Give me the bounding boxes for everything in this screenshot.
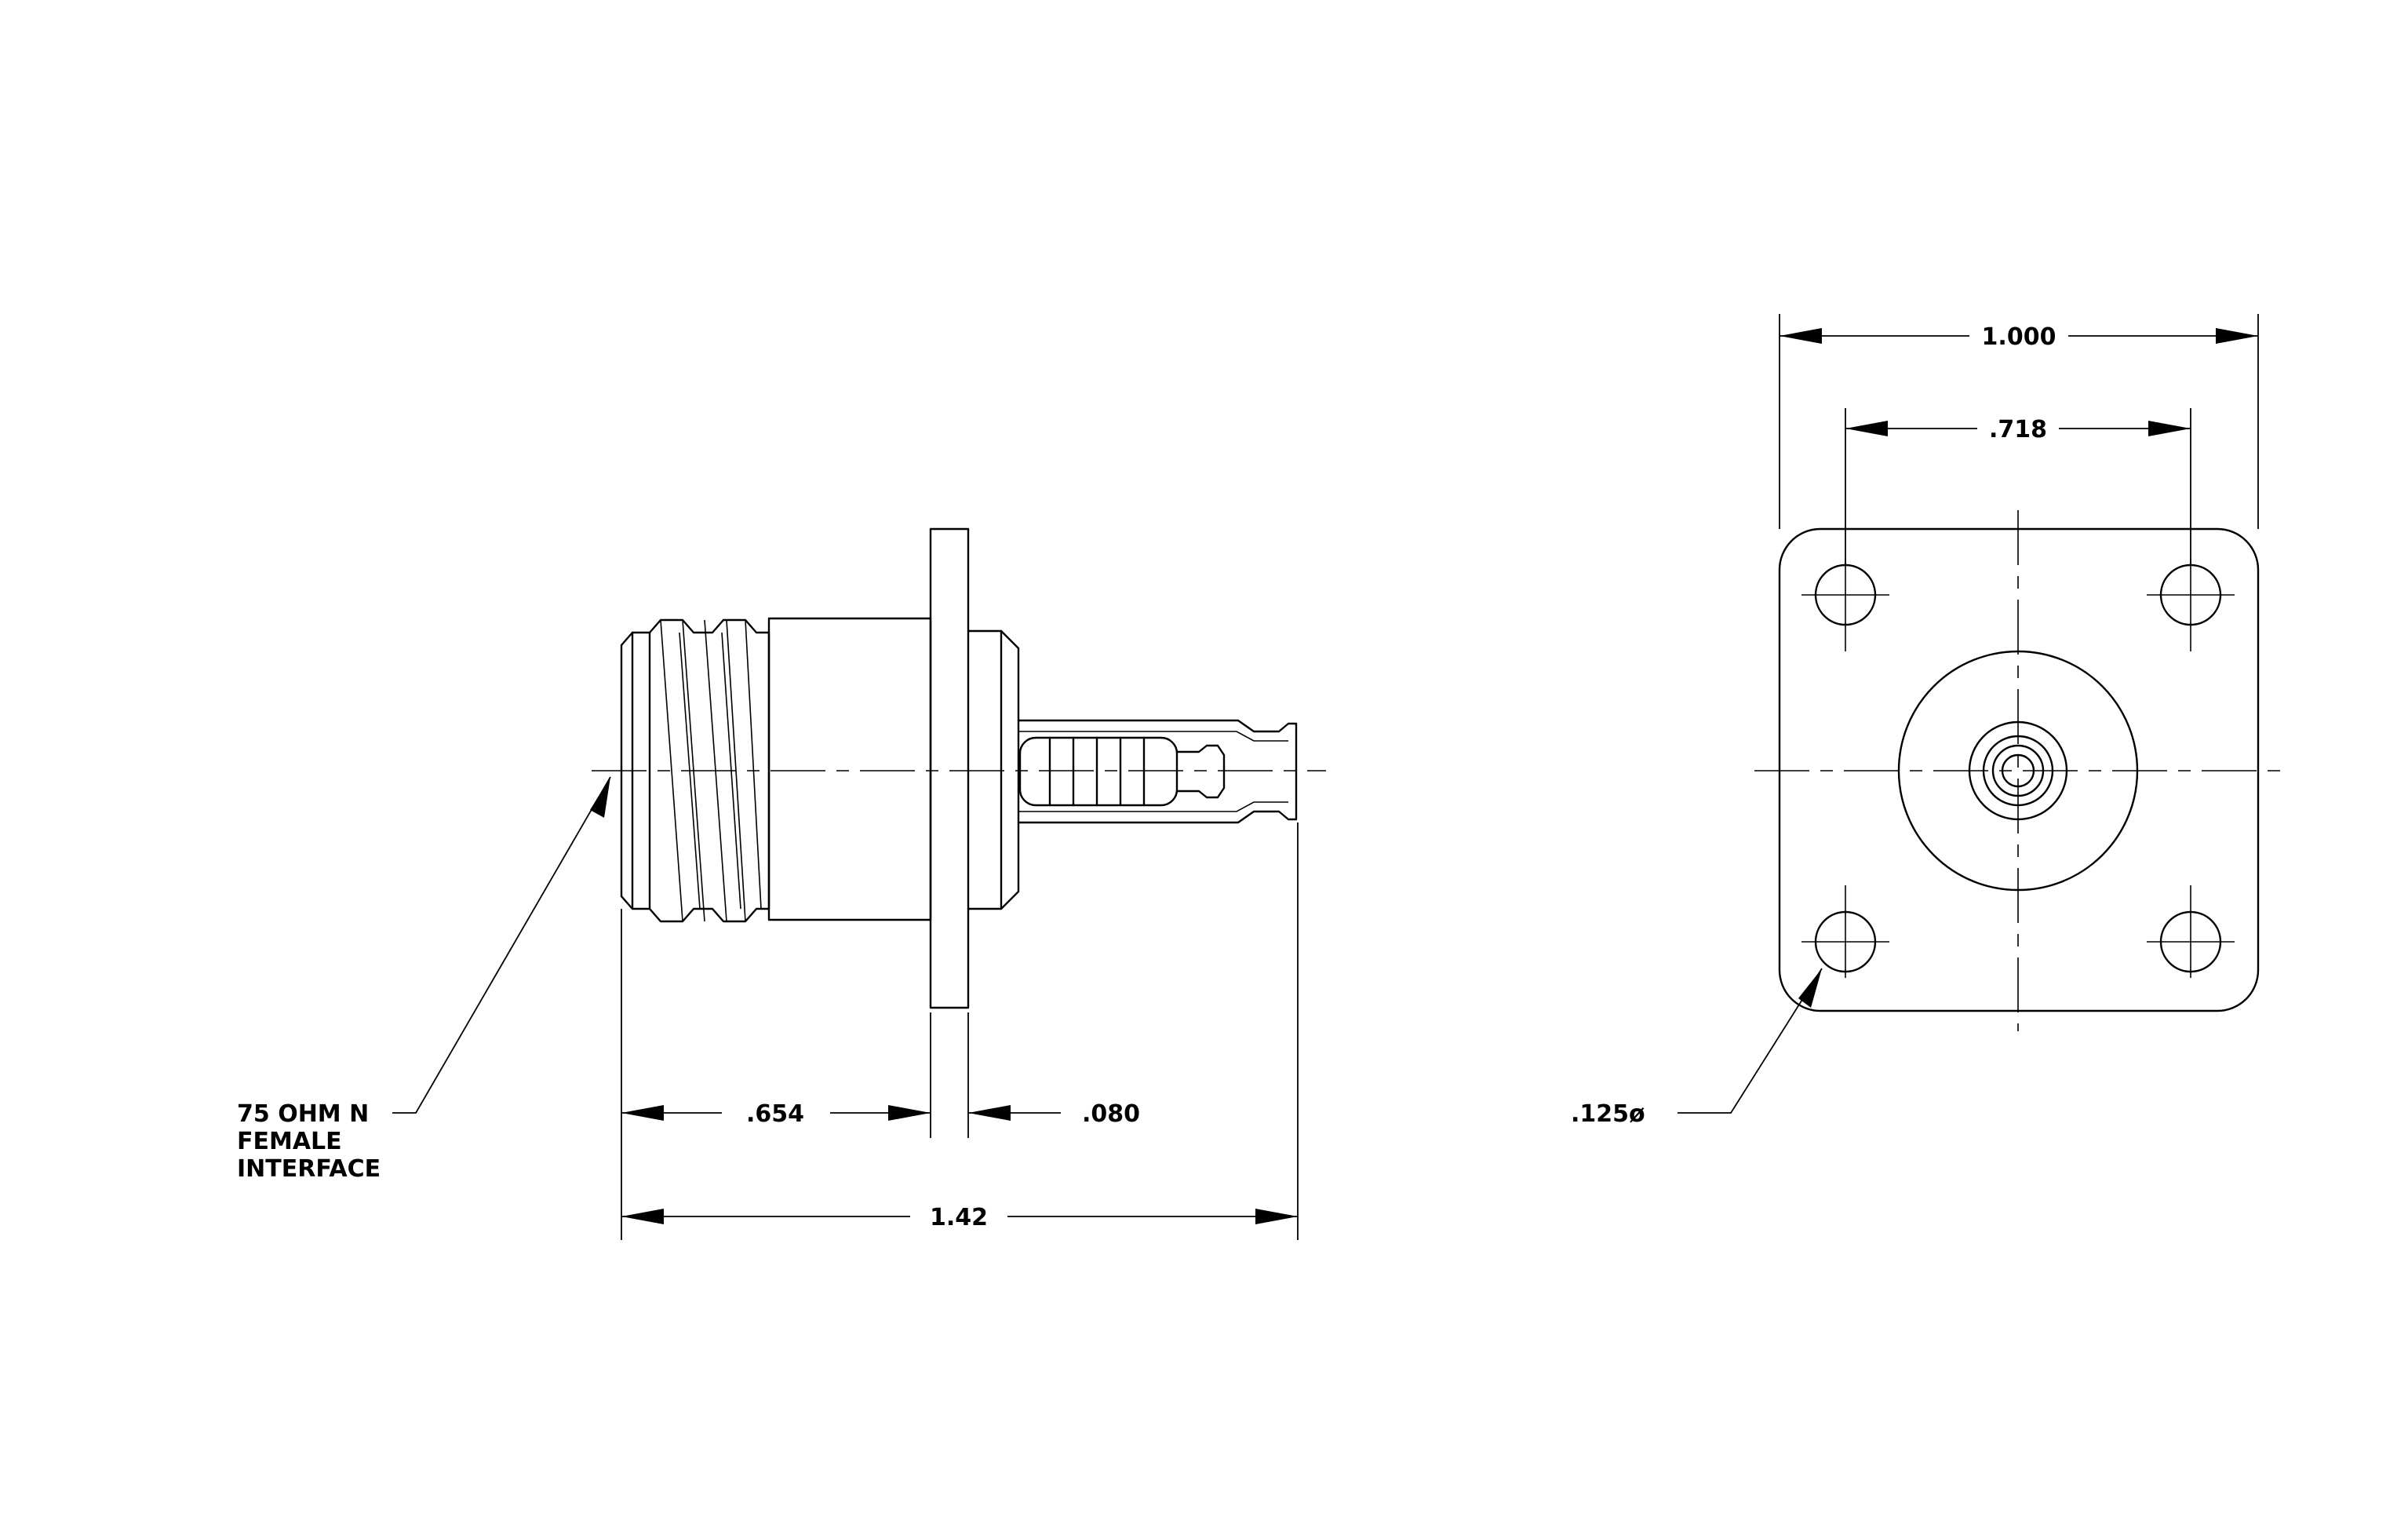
rear-shoulder	[967, 629, 1020, 910]
dim-label-hole-diameter: .125ø	[1571, 1100, 1645, 1128]
arrowhead	[1780, 328, 1822, 344]
contact-pin	[1175, 744, 1226, 799]
thread-line	[745, 619, 762, 910]
arrowhead	[590, 777, 610, 818]
dim-label-overall-length: 1.42	[930, 1204, 988, 1231]
leader-line	[1678, 968, 1823, 1114]
side-dimensions: .654 .080 1.42 75 OHM N FEMALE INTERFACE	[237, 776, 1299, 1240]
arrowhead	[621, 1209, 664, 1224]
thread-line	[660, 619, 683, 922]
arrowhead	[1845, 421, 1888, 436]
arrowhead	[968, 1105, 1011, 1121]
hole-crosshair	[1801, 559, 2235, 978]
arrowhead	[621, 1105, 664, 1121]
tube-inner	[1018, 801, 1288, 812]
connector-body	[767, 617, 932, 921]
arrowhead	[2216, 328, 2258, 344]
dim-label-flange-thickness: .080	[1082, 1100, 1140, 1128]
square-flange	[1778, 527, 2260, 1012]
front-dimensions: 1.000 .718 .125ø	[1571, 314, 2259, 1128]
arrowhead	[1255, 1209, 1298, 1224]
tube-inner	[1018, 731, 1288, 742]
side-view	[592, 527, 1326, 1009]
dim-label-body-length: .654	[746, 1100, 804, 1128]
front-view	[1754, 510, 2282, 1031]
arrowhead	[2148, 421, 2191, 436]
rear-tube	[1017, 719, 1298, 824]
dim-label-flange-width: 1.000	[1982, 323, 2056, 351]
callout-interface: 75 OHM N FEMALE INTERFACE	[237, 1100, 381, 1183]
arrowhead	[1798, 968, 1822, 1008]
leader-line	[392, 776, 611, 1114]
dim-label-hole-spacing: .718	[1989, 416, 2047, 443]
center-contact	[1018, 736, 1178, 807]
flange	[929, 527, 970, 1009]
arrowhead	[888, 1105, 931, 1121]
